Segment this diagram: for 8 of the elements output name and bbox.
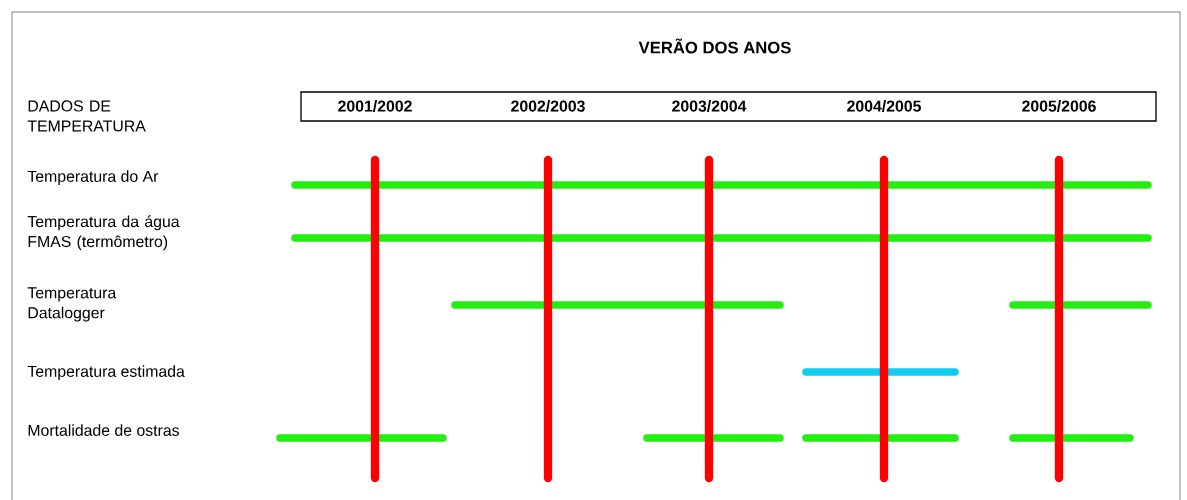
row-label: Temperatura Datalogger	[27, 287, 117, 322]
row-label: Mortalidade de ostras	[28, 424, 179, 436]
row-label: Temperatura estimada	[27, 365, 185, 381]
row-label: DADOS DE TEMPERATURA	[27, 100, 146, 132]
year-header-box: 2001/2002 2002/2003 2003/2004 2004/2005 2005/2006	[300, 91, 1157, 122]
title: VERÃO DOS ANOS	[638, 38, 791, 54]
row-label: Temperatura da água FMAS (termômetro)	[27, 215, 180, 251]
row-label: Temperatura do Ar	[27, 170, 159, 186]
